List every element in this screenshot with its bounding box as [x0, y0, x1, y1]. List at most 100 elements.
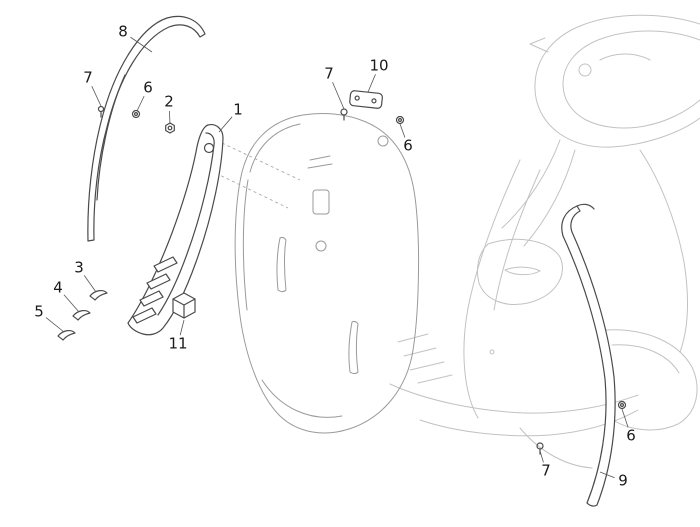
shield-slot-left — [276, 236, 287, 292]
callout-label-4: 4 — [53, 279, 63, 297]
leader-line-5 — [45, 317, 65, 333]
leader-line-1 — [218, 116, 233, 133]
callout-label-7: 7 — [83, 69, 93, 87]
pillar-louver-4 — [153, 256, 178, 273]
callout-label-11: 11 — [168, 335, 187, 353]
assembly-guide-1 — [221, 142, 301, 181]
glovebox-outline — [476, 238, 563, 305]
callout-label-7: 7 — [324, 65, 334, 83]
leader-line-6 — [621, 408, 629, 428]
shield-horn-line-1 — [309, 155, 331, 161]
pillar-louver-2 — [139, 290, 164, 307]
screw-7-top — [340, 108, 348, 121]
leader-line-6 — [136, 95, 145, 112]
bracket-hole-2 — [371, 98, 377, 104]
callout-label-5: 5 — [34, 303, 44, 321]
clip-4-shape — [72, 310, 91, 321]
part-trim-strip-right — [561, 203, 616, 507]
floor-rib-4 — [417, 374, 453, 384]
leader-line-8 — [130, 36, 153, 53]
leader-line-7 — [91, 85, 102, 107]
lower-body-right-inner — [611, 344, 680, 374]
clip-5 — [57, 330, 76, 341]
clip-3-shape — [89, 290, 108, 301]
leader-line-11 — [179, 319, 185, 336]
leader-line-6 — [399, 123, 406, 138]
headset-inner — [562, 30, 700, 129]
shield-inner-top — [249, 123, 301, 173]
clip-3 — [89, 290, 108, 301]
leader-line-7 — [332, 82, 345, 110]
floor-rib-2 — [403, 347, 437, 357]
shield-horn-line-2 — [307, 163, 333, 169]
kneeback-curve-1 — [463, 159, 521, 419]
pillar-louver-3 — [146, 273, 171, 290]
body-side-edge — [639, 149, 688, 353]
shield-top-hole — [377, 135, 389, 147]
trim-strip-right-hook — [576, 203, 595, 210]
pillar-inner-line — [157, 132, 215, 316]
callout-label-3: 3 — [74, 259, 84, 277]
bracket-plate — [349, 90, 383, 109]
headset-detail-arc — [599, 53, 651, 61]
callout-label-9: 9 — [618, 472, 628, 490]
handlebar-spur — [529, 37, 549, 53]
trim-strip-left-body — [87, 15, 206, 242]
floor-rib-1 — [397, 333, 429, 343]
headset-outline — [534, 14, 700, 148]
wheel-arch-hint — [519, 427, 593, 469]
part-bracket — [349, 90, 383, 109]
screw-6-right — [617, 400, 627, 410]
screw-center — [398, 117, 403, 122]
screw-head — [617, 400, 627, 410]
callout-label-6: 6 — [626, 427, 636, 445]
shield-badge-circle — [315, 240, 327, 252]
screw-center — [619, 403, 624, 408]
part-pillar-cover — [127, 124, 224, 336]
nut-2 — [165, 122, 175, 134]
lower-body-right — [605, 329, 698, 431]
floor-rib-3 — [409, 361, 445, 371]
frame-curve-1 — [501, 139, 561, 229]
callout-label-2: 2 — [164, 93, 174, 111]
screw-6-left — [131, 109, 141, 119]
bracket-hole-1 — [354, 95, 360, 101]
shield-slot-right — [348, 320, 359, 374]
callout-label-6: 6 — [143, 79, 153, 97]
part-trim-strip-left — [87, 15, 206, 242]
callout-label-6: 6 — [403, 137, 413, 155]
kneeback-curve-2 — [493, 169, 541, 311]
leader-line-7 — [539, 450, 544, 463]
glovebox-handle — [504, 266, 541, 276]
shield-outline — [234, 112, 420, 434]
callout-label-8: 8 — [118, 23, 128, 41]
leader-line-10 — [367, 74, 376, 93]
nut-hole — [167, 125, 173, 131]
callout-label-10: 10 — [369, 57, 388, 75]
screw-head — [340, 108, 348, 116]
trim-strip-right-body — [561, 205, 616, 507]
rivet-head — [97, 105, 105, 113]
floorboard-edge-1 — [389, 383, 639, 414]
screw-center — [134, 111, 139, 116]
fastener-7-left — [97, 105, 105, 118]
trim-strip-left-ridge — [96, 74, 126, 201]
shield-inner-left — [242, 179, 249, 311]
leader-line-2 — [169, 110, 171, 125]
shield-emblem-plate — [312, 189, 330, 215]
callout-label-7: 7 — [541, 462, 551, 480]
leader-line-9 — [599, 471, 615, 479]
clip-4 — [72, 310, 91, 321]
leader-line-3 — [83, 275, 97, 293]
callout-label-1: 1 — [233, 101, 243, 119]
headset-detail-circle — [578, 63, 592, 77]
shield-inner-bottom — [261, 379, 343, 418]
part-rubber-block — [172, 292, 196, 319]
front-shield — [204, 112, 420, 434]
scooter-body-context — [389, 14, 700, 469]
clip-5-shape — [57, 330, 76, 341]
leader-line-4 — [63, 294, 80, 313]
